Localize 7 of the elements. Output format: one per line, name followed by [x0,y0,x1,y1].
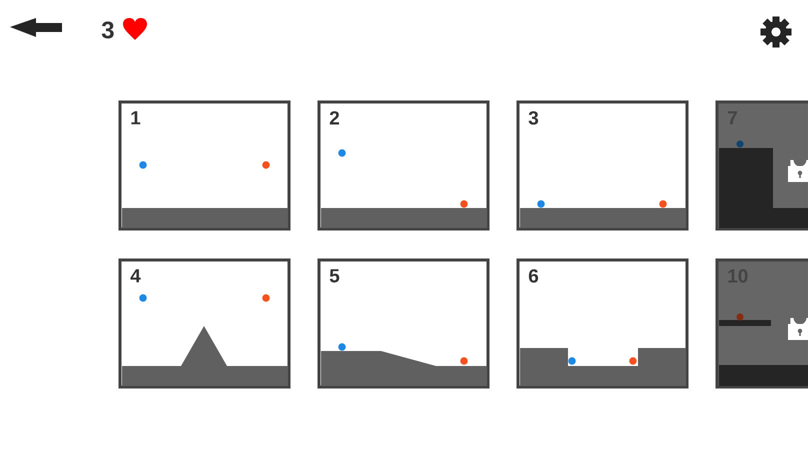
lives-count: 3 [102,22,114,38]
level-card: 3 [516,100,688,230]
level-card: 5 [318,258,490,388]
level-card: 4 [118,258,290,388]
level-card: 1 [118,100,290,230]
level-card: 2 [318,100,490,230]
level-card: 6 [516,258,688,388]
